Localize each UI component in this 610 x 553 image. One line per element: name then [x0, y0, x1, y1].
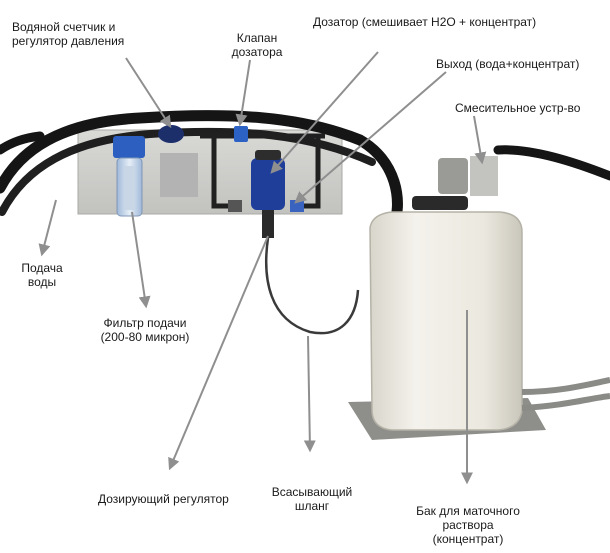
label-mixer: Смесительное устр-во: [455, 101, 581, 115]
dispenser-cap: [255, 150, 281, 160]
dispenser-body: [251, 158, 285, 210]
mixer-hose: [493, 145, 610, 181]
output-pipes: [521, 377, 610, 411]
solution-tank: [369, 211, 523, 431]
label-suction-hose: Всасывающий шланг: [271, 485, 353, 513]
label-dosing-regulator: Дозирующий регулятор: [98, 492, 229, 506]
label-dispenser: Дозатор (смешивает H2O + концентрат): [313, 15, 537, 29]
dispenser-stem: [262, 210, 274, 238]
filter-cap: [113, 136, 145, 158]
arrow-mixer: [473, 115, 487, 165]
arrow-valve: [235, 59, 251, 127]
fitting-left: [228, 200, 242, 212]
arrow-water-meter: [125, 57, 172, 129]
arrow-suction-hose: [303, 335, 316, 453]
filter-cartridge: [124, 166, 135, 210]
arrow-output: [294, 71, 447, 204]
suction-hose-line: [265, 237, 360, 335]
arrow-water-supply: [38, 199, 57, 257]
label-output: Выход (вода+концентрат): [436, 57, 580, 71]
label-water-meter: Водяной счетчик и регулятор давления: [12, 20, 125, 48]
arrow-dispenser: [270, 51, 379, 174]
annotation-arrows: [38, 51, 487, 485]
main-hose-outer: [0, 127, 376, 216]
water-meter: [158, 125, 184, 143]
label-valve: Клапан дозатора: [231, 31, 283, 59]
tank-lid: [412, 196, 468, 210]
panel-label-plate: [160, 153, 198, 197]
label-water-supply: Подача воды: [21, 261, 63, 289]
label-filter: Фильтр подачи (200-80 микрон): [100, 316, 190, 344]
dispenser-valve: [234, 126, 248, 142]
mixer-motor: [438, 158, 468, 194]
arrow-dosing-regulator: [168, 235, 269, 471]
left-hose-end: [0, 131, 45, 155]
arrow-filter: [131, 211, 151, 309]
label-tank: Бак для маточного раствора (концентрат): [416, 504, 520, 546]
mixer-bracket: [470, 156, 498, 196]
